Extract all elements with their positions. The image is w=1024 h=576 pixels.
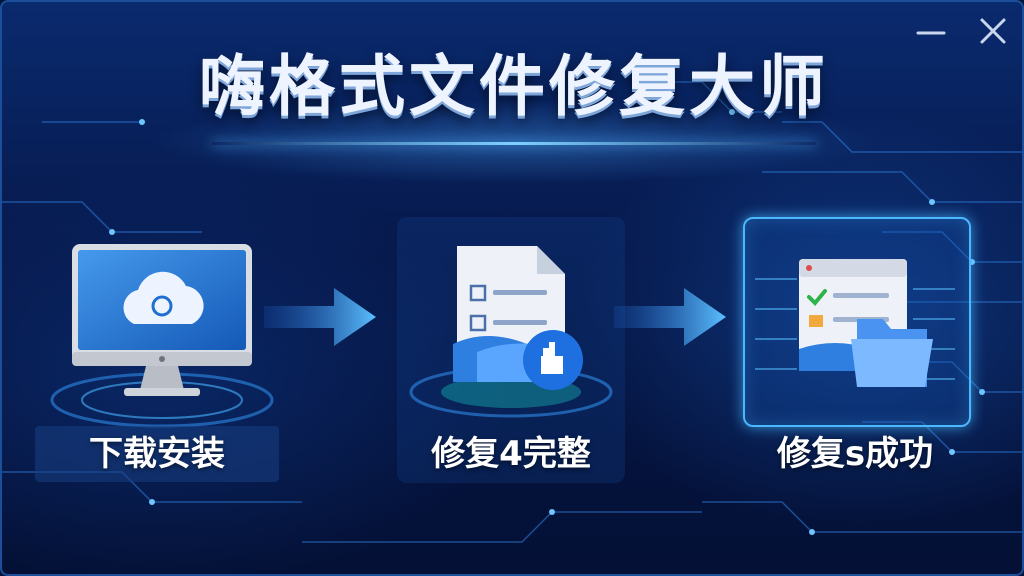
app-title: 嗨格式文件修复大师 — [199, 48, 829, 125]
step-label-repair-complete: 修复4完整 — [431, 434, 591, 474]
minimize-button[interactable] — [914, 14, 948, 48]
minimize-icon — [916, 31, 946, 35]
monitor-cloud-icon — [50, 244, 274, 428]
close-button[interactable] — [976, 14, 1010, 48]
title-glow-line — [212, 142, 816, 145]
close-icon — [980, 18, 1006, 44]
arrow-right-icon — [264, 288, 376, 346]
document-repair-icon — [409, 246, 613, 418]
arrow-right-icon-2 — [614, 288, 726, 346]
step-label-repair-success: 修复s成功 — [776, 434, 934, 474]
step-label-download-install: 下载安装 — [35, 426, 279, 482]
folder-success-icon — [755, 259, 955, 387]
